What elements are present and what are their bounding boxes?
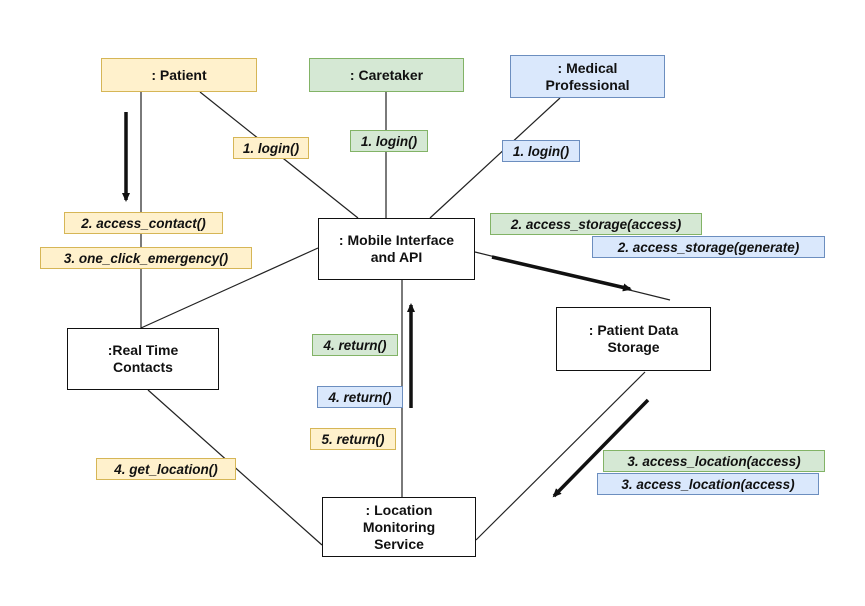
link-medical-mobile <box>429 97 561 219</box>
msg-return-yellow: 5. return() <box>310 428 396 450</box>
object-storage-label: : Patient Data Storage <box>588 322 679 355</box>
msg-one-click-emergency: 3. one_click_emergency() <box>40 247 252 269</box>
actor-medical-label: : Medical Professional <box>545 59 630 93</box>
object-location-monitoring[interactable]: : Location Monitoring Service <box>322 497 476 557</box>
arrow-to-storage <box>491 255 632 292</box>
msg-caretaker-login: 1. login() <box>350 130 428 152</box>
object-mobile-label: : Mobile Interface and API <box>338 232 455 265</box>
arrow-to-location <box>552 398 650 498</box>
actor-patient[interactable]: : Patient <box>101 58 257 92</box>
msg-access-contact: 2. access_contact() <box>64 212 223 234</box>
msg-access-location-green: 3. access_location(access) <box>603 450 825 472</box>
msg-return-green: 4. return() <box>312 334 398 356</box>
link-mobile-contacts <box>140 247 319 329</box>
object-patient-data-storage[interactable]: : Patient Data Storage <box>556 307 711 371</box>
msg-medical-login: 1. login() <box>502 140 580 162</box>
actor-patient-label: : Patient <box>151 66 207 83</box>
object-mobile-interface[interactable]: : Mobile Interface and API <box>318 218 475 280</box>
object-contacts-label: :Real Time Contacts <box>107 342 179 375</box>
msg-return-blue: 4. return() <box>317 386 403 408</box>
msg-access-storage-generate: 2. access_storage(generate) <box>592 236 825 258</box>
msg-access-storage-access: 2. access_storage(access) <box>490 213 702 235</box>
object-real-time-contacts[interactable]: :Real Time Contacts <box>67 328 219 390</box>
link-storage-location <box>475 371 646 541</box>
actor-caretaker[interactable]: : Caretaker <box>309 58 464 92</box>
object-location-label: : Location Monitoring Service <box>362 501 436 552</box>
actor-medical-professional[interactable]: : Medical Professional <box>510 55 665 98</box>
msg-patient-login: 1. login() <box>233 137 309 159</box>
msg-access-location-blue: 3. access_location(access) <box>597 473 819 495</box>
msg-get-location: 4. get_location() <box>96 458 236 480</box>
actor-caretaker-label: : Caretaker <box>349 66 424 83</box>
